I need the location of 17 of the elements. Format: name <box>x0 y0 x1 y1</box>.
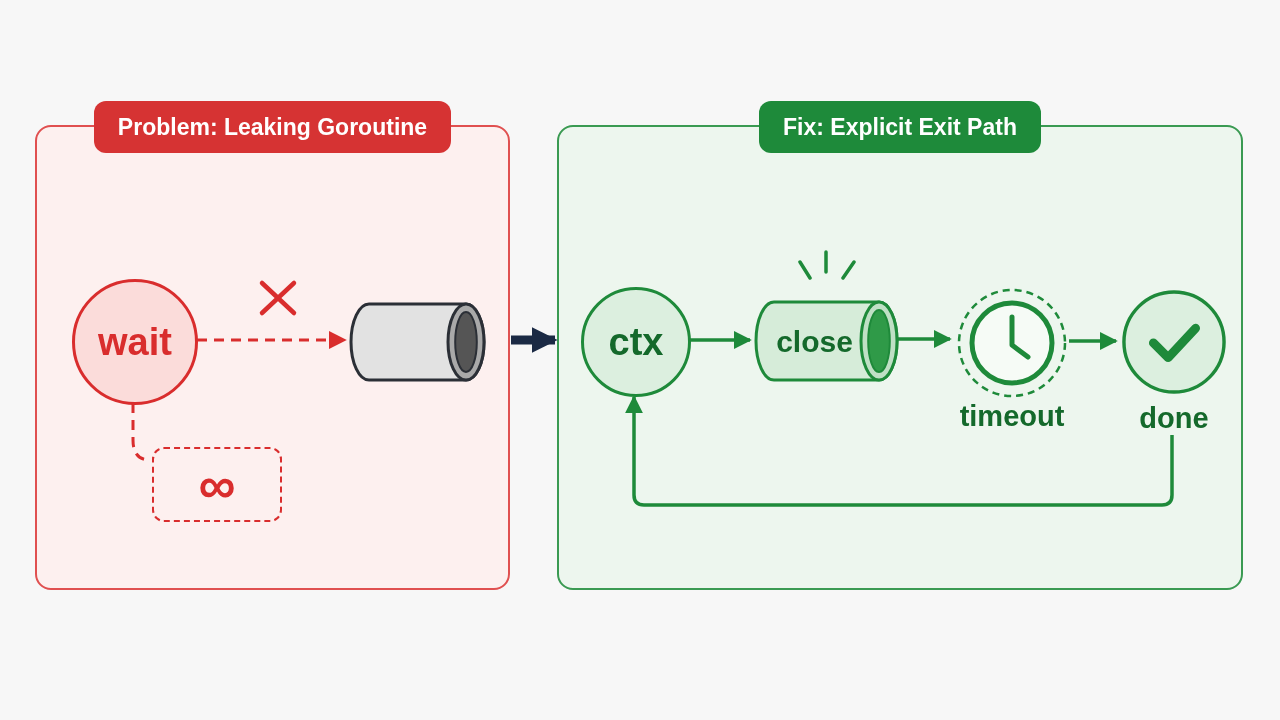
node-label: done <box>1139 401 1209 435</box>
panel-title: Fix: Explicit Exit Path <box>759 101 1041 153</box>
dashed-arrow <box>197 331 347 349</box>
infinity-symbol: ∞ <box>198 458 236 511</box>
channel-cylinder <box>754 300 899 382</box>
arrow <box>511 327 558 353</box>
node-label: close <box>776 323 853 360</box>
dashed-box <box>152 447 282 522</box>
panel-title: Problem: Leaking Goroutine <box>93 101 452 153</box>
node-label: ctx <box>608 319 664 365</box>
arrow <box>625 395 1174 507</box>
arrow <box>898 330 952 348</box>
arrow <box>690 331 752 349</box>
arrow <box>1069 332 1118 350</box>
node-label: timeout <box>959 399 1065 433</box>
node-label: wait <box>98 319 172 365</box>
channel-cylinder <box>349 302 486 382</box>
